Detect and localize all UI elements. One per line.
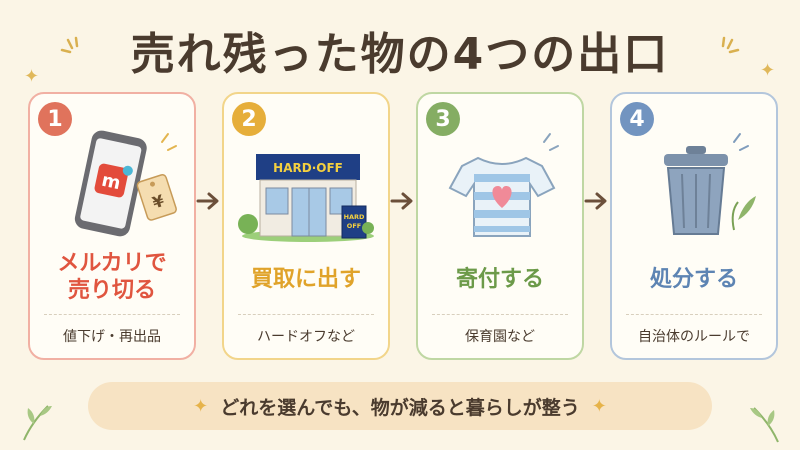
divider [432, 314, 568, 315]
svg-text:HARD·OFF: HARD·OFF [273, 161, 343, 175]
arrow-right-icon [196, 192, 219, 210]
sparkle-right-icon [721, 36, 740, 54]
step-number: 1 [38, 102, 72, 136]
sparkle-icon: ✦ [193, 395, 209, 417]
page-title: 売れ残った物の4つの出口 [130, 29, 670, 80]
step-label: 買取に出す [250, 267, 361, 292]
star-small-icon: ✦ [760, 60, 776, 81]
step-number: 2 [232, 102, 266, 136]
divider [626, 314, 762, 315]
step-card-2: 2 HARD·OFF HARD OFF 買取に出す ハードオフなど [222, 92, 390, 360]
store-hardoff-icon: HARD·OFF HARD OFF [238, 154, 374, 242]
step-card-4: 4 処分する 自治体のルールで [610, 92, 778, 360]
step-subtext: ハードオフなど [257, 329, 355, 345]
arrow-right-icon [390, 192, 413, 210]
step-card-1: 1 m ¥ メルカリで 売り切る 値下げ・再出品 [28, 92, 196, 360]
step-subtext: 自治体のルールで [638, 329, 750, 345]
divider [44, 314, 180, 315]
footer-text: どれを選んでも、物が減ると暮らしが整う [220, 396, 580, 419]
step-number: 3 [426, 102, 460, 136]
svg-text:m: m [100, 170, 123, 194]
trash-can-icon [664, 133, 756, 235]
step-card-3: 3 寄付する 保育園など [416, 92, 584, 360]
step-label: メルカリで 売り切る [57, 251, 167, 303]
step-label: 寄付する [455, 267, 544, 292]
sparkle-icon: ✦ [591, 395, 607, 417]
svg-text:OFF: OFF [347, 222, 361, 230]
arrow-right-icon [584, 192, 607, 210]
step-subtext: 値下げ・再出品 [63, 329, 161, 345]
smartphone-price-tag-icon: m ¥ [74, 130, 177, 237]
svg-text:¥: ¥ [150, 191, 166, 213]
step-label: 処分する [649, 267, 738, 292]
step-subtext: 保育園など [465, 329, 535, 345]
step-number: 4 [620, 102, 654, 136]
svg-text:HARD: HARD [344, 213, 365, 221]
footer-banner: ✦ どれを選んでも、物が減ると暮らしが整う ✦ [88, 382, 712, 430]
star-small-icon: ✦ [24, 66, 40, 87]
tshirt-heart-icon [448, 133, 559, 237]
divider [238, 314, 374, 315]
leaf-icon [23, 405, 52, 441]
leaf-icon [750, 407, 779, 443]
sparkle-left-icon [60, 36, 79, 54]
